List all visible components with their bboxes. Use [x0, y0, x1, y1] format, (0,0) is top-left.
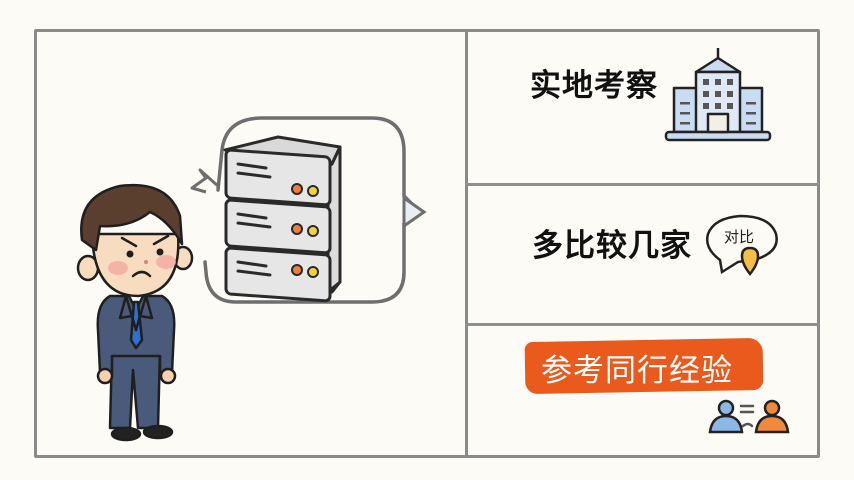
panel-label-peer-experience: 参考同行经验 [541, 353, 733, 389]
horizontal-divider-1 [465, 183, 820, 186]
horizontal-divider-2 [465, 323, 820, 326]
panel-label-compare: 多比较几家 [532, 228, 692, 264]
vertical-divider [465, 29, 468, 458]
compare-bubble-text: 对比 [724, 228, 755, 246]
diagram-frame [34, 29, 820, 458]
panel-label-site-visit: 实地考察 [530, 68, 658, 104]
